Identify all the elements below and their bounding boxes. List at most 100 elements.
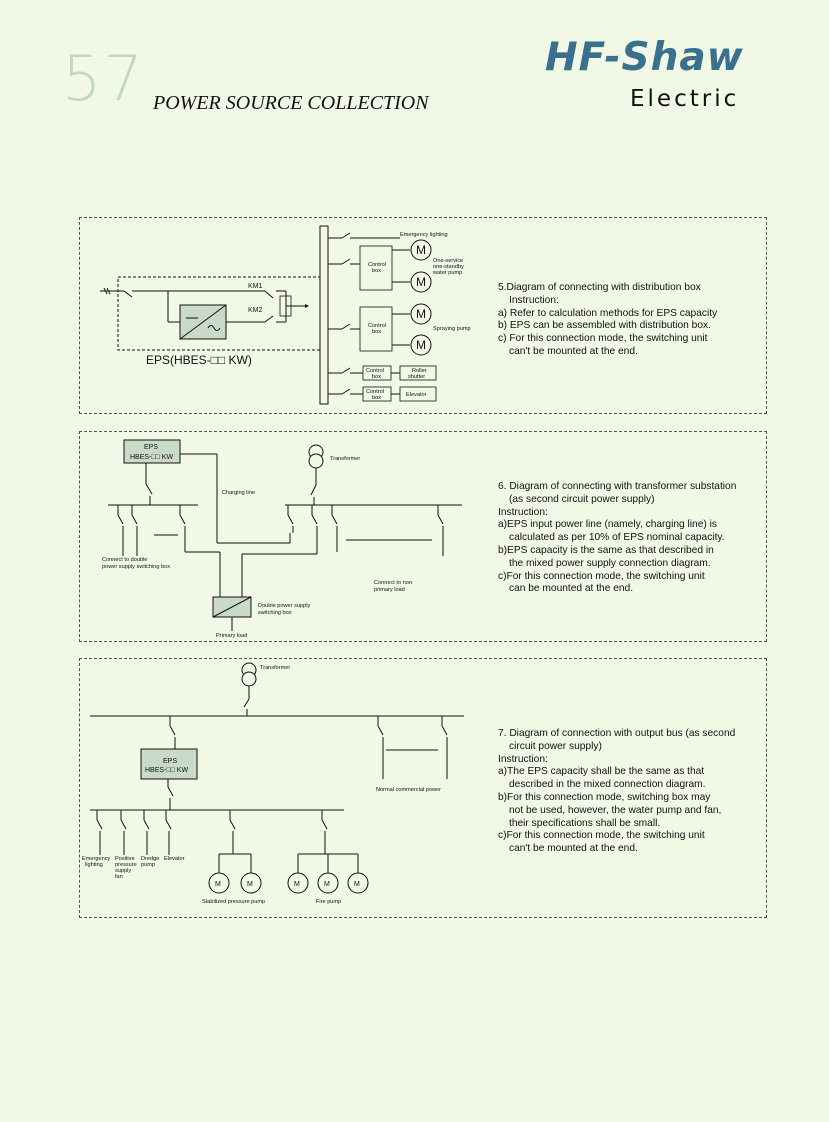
desc-7-line: can't be mounted at the end. <box>509 843 638 855</box>
output-bus <box>319 225 329 405</box>
fire-pump-motor-3 <box>347 872 369 894</box>
water-pump-label-3: water pump <box>432 270 462 276</box>
positive-label-1: Positive <box>115 856 135 862</box>
description-6: 6. Diagram of connecting with transforme… <box>498 481 763 596</box>
page-number: 57 <box>62 42 145 115</box>
control-box-2 <box>359 306 393 352</box>
motor-4-label: M <box>416 338 426 352</box>
spraying-pump-label: Spraying pump <box>433 326 471 332</box>
desc-6-line: (as second circuit power supply) <box>509 493 655 505</box>
control-box-2-label: Control <box>368 323 386 329</box>
brand-subtitle: Electric <box>630 86 740 112</box>
desc-6-line: 6. Diagram of connecting with transforme… <box>498 481 737 492</box>
water-pump-label-1: One-service <box>433 258 463 264</box>
stabilized-pump-motor-2 <box>240 872 262 894</box>
control-box-1 <box>359 245 393 291</box>
eps-model-label: HBES-□□ KW <box>130 454 173 461</box>
emergency-label-1: Emergency <box>82 856 110 862</box>
eps-box <box>140 748 198 780</box>
desc-5-line: 5.Diagram of connecting with distributio… <box>498 282 701 293</box>
positive-label-4: fan <box>115 874 123 880</box>
roller-shutter-box <box>399 365 437 381</box>
emergency-label-2: lighting <box>85 862 103 868</box>
transformer-label: Transformer <box>260 665 290 671</box>
normal-power-label: Normal commercial power <box>376 787 441 793</box>
desc-6-line: c)For this connection mode, the switchin… <box>498 570 705 582</box>
desc-7-line: circuit power supply) <box>509 740 602 752</box>
connect-double-label-2: power supply switching box <box>102 564 170 570</box>
section-title: POWER SOURCE COLLECTION <box>153 92 429 114</box>
brand-logo: HF-Shaw <box>545 35 744 80</box>
eps-box <box>123 439 181 464</box>
fire-pump-motor-1 <box>287 872 309 894</box>
desc-5-line: b) EPS can be assembled with distributio… <box>498 320 711 332</box>
description-7: 7. Diagram of connection with output bus… <box>498 728 763 856</box>
connect-non-label-2: primary load <box>374 587 405 593</box>
motor-2 <box>410 271 432 293</box>
positive-label-2: pressure <box>115 862 137 868</box>
emergency-lighting-label: Emergency lighting <box>400 232 448 238</box>
desc-7-line: a)The EPS capacity shall be the same as … <box>498 766 705 778</box>
desc-6-line: the mixed power supply connection diagra… <box>509 557 711 569</box>
positive-label-3: supply <box>115 868 131 874</box>
connect-non-label-1: Connect to non <box>374 580 412 586</box>
control-box-4-label-2: box <box>372 395 381 401</box>
control-box-3-label: Control <box>366 368 384 374</box>
control-box-1-label: Control <box>368 262 386 268</box>
stabilized-pump-motor-1 <box>208 872 230 894</box>
transformer-coil-2 <box>308 453 324 469</box>
km1-label: KM1 <box>248 283 263 290</box>
description-5: 5.Diagram of connecting with distributio… <box>498 282 763 359</box>
double-box-label-2: switching box <box>258 610 292 616</box>
dredge-label-2: pump <box>141 862 155 868</box>
desc-6-line: calculated as per 10% of EPS nominal cap… <box>509 532 725 544</box>
desc-7-line: their specifications shall be small. <box>509 817 661 829</box>
motor-1 <box>410 239 432 261</box>
desc-6-line: a)EPS input power line (namely, charging… <box>498 519 717 531</box>
output-bus-diagram: Transformer Normal commercial power EPS … <box>82 662 464 905</box>
transformer-substation-diagram: EPS HBES-□□ KW Charging line Connect to … <box>102 439 462 639</box>
motor-label: M <box>247 881 253 888</box>
motor-2-label: M <box>416 275 426 289</box>
motor-4 <box>410 334 432 356</box>
motor-1-label: M <box>416 243 426 257</box>
roller-shutter-label-1: Roller <box>412 368 427 374</box>
fire-pump-label: Fire pump <box>316 899 341 905</box>
desc-6-line: can be mounted at the end. <box>509 583 634 595</box>
eps-label: EPS <box>163 758 177 765</box>
motor-label: M <box>294 881 300 888</box>
desc-7-line: b)For this connection mode, switching bo… <box>498 791 711 803</box>
desc-5-line: a) Refer to calculation methods for EPS … <box>498 307 718 319</box>
desc-7-line: not be used, however, the water pump and… <box>509 804 722 816</box>
distribution-box-diagram: KM1 KM2 EPS(HBES-□□ KW) Emergency lighti… <box>100 225 471 405</box>
motor-label: M <box>324 881 330 888</box>
desc-6-line: Instruction: <box>498 506 548 518</box>
eps-frame <box>117 276 321 351</box>
eps-label: EPS <box>144 444 158 451</box>
charging-line-label: Charging line <box>222 490 255 496</box>
control-box-4-label: Control <box>366 389 384 395</box>
diagram-panel-transformer-substation: EPS HBES-□□ KW Charging line Connect to … <box>79 431 767 642</box>
desc-5-line: c) For this connection mode, the switchi… <box>498 333 708 345</box>
control-box-3-label-2: box <box>372 374 381 380</box>
fire-pump-motor-2 <box>317 872 339 894</box>
diagram-panel-distribution-box: KM1 KM2 EPS(HBES-□□ KW) Emergency lighti… <box>79 217 767 414</box>
desc-7-line: 7. Diagram of connection with output bus… <box>498 728 736 739</box>
primary-load-label: Primary load <box>216 633 247 639</box>
desc-7-line: Instruction: <box>498 753 548 765</box>
double-box-label-1: Double power supply <box>258 603 310 609</box>
elevator-label: Elevator <box>406 392 427 398</box>
elevator-box <box>399 386 437 402</box>
stabilized-pump-label: Stabilized pressure pump <box>202 899 265 905</box>
motor-3-label: M <box>416 307 426 321</box>
control-box-2-label-2: box <box>372 329 381 335</box>
desc-7-line: described in the mixed connection diagra… <box>509 779 706 791</box>
km2-label: KM2 <box>248 307 263 314</box>
motor-label: M <box>215 881 221 888</box>
roller-shutter-label-2: shutter <box>408 374 425 380</box>
eps-model-label: HBES-□□ KW <box>145 767 188 774</box>
water-pump-label-2: one-standby <box>433 264 464 270</box>
control-box-1-label-2: box <box>372 268 381 274</box>
dredge-label-1: Dredge <box>141 856 159 862</box>
desc-5-line: Instruction: <box>509 294 559 306</box>
